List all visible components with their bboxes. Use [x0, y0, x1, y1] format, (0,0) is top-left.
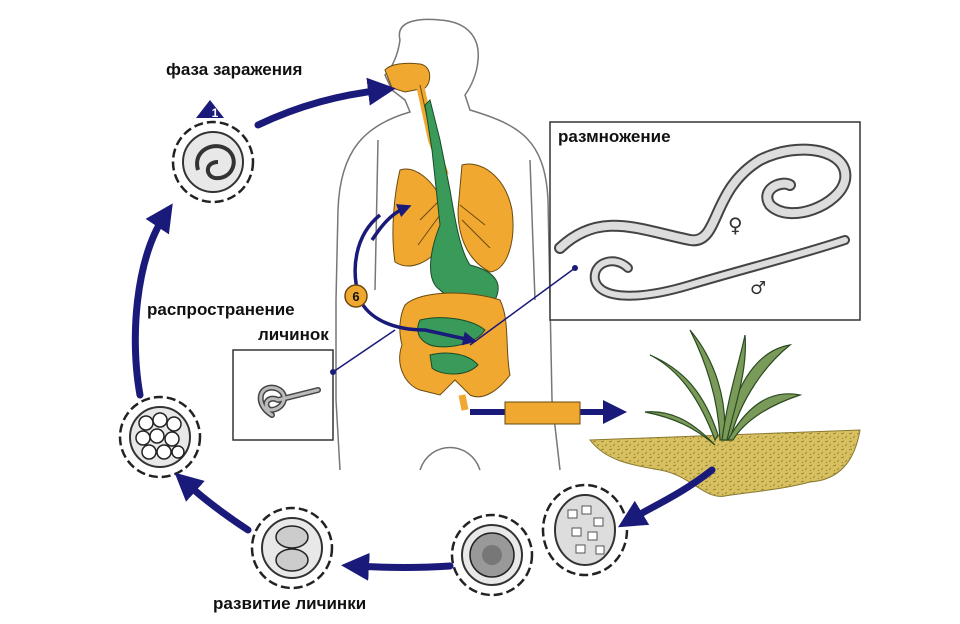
label-larva-spread-line1: распространение	[147, 300, 295, 319]
arrow-to-two-cell	[174, 472, 252, 534]
male-symbol: ♂	[750, 278, 766, 299]
excretion-arrow	[470, 400, 627, 425]
step-1-marker: 1	[196, 100, 224, 120]
intestines	[399, 292, 511, 411]
arrow-to-morula	[131, 203, 173, 399]
egg-single-cell	[450, 513, 534, 597]
grass	[644, 329, 803, 446]
reproduction-inset: ♀ ♂	[549, 121, 861, 321]
step-1-label: 1	[212, 106, 219, 120]
egg-morula	[118, 395, 202, 479]
label-reproduction: размножение	[558, 127, 671, 146]
soil-with-grass	[589, 329, 861, 497]
egg-two-cell	[250, 506, 334, 590]
egg-fresh	[541, 483, 629, 577]
pointer-line-to-reproduction	[469, 267, 576, 346]
pointer-line-to-larva	[332, 329, 396, 373]
cycle-arrows	[131, 77, 716, 581]
label-infection-phase: фаза заражения	[166, 60, 303, 79]
arrow-to-mouth	[254, 77, 396, 129]
label-larva-development: развитие личинки	[213, 594, 367, 613]
arrow-egg-to-single-cell	[341, 552, 454, 581]
step-6-label: 6	[352, 289, 359, 304]
label-larva-spread-line2: личинок	[258, 325, 329, 344]
larva-migration-arrow-to-lungs	[370, 204, 412, 241]
head-cavity	[384, 62, 431, 93]
human-silhouette	[335, 18, 561, 471]
larva-inset	[232, 349, 334, 441]
step-6-marker: 6	[344, 284, 368, 308]
arrow-soil-to-fresh-egg	[617, 466, 716, 528]
egg-infective	[171, 120, 255, 204]
lungs	[392, 163, 514, 273]
female-symbol: ♀	[728, 213, 743, 237]
